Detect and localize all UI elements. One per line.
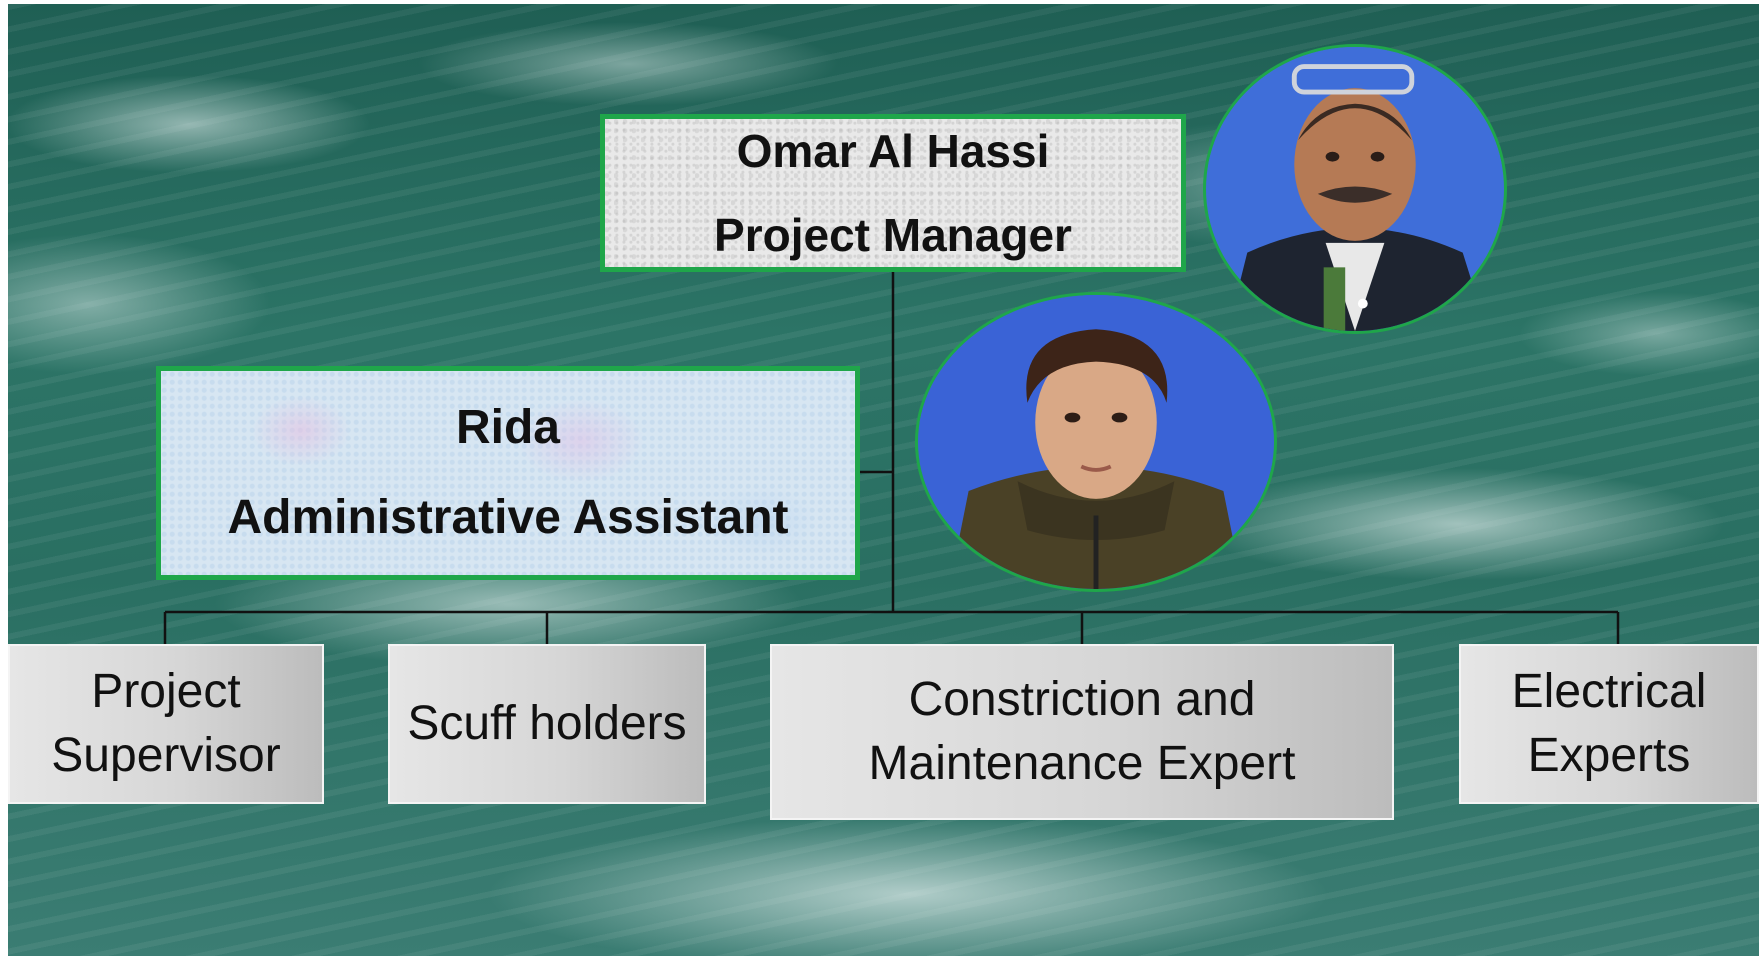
assistant-photo bbox=[915, 292, 1277, 592]
sub-box-maintenance-expert: Constriction and Maintenance Expert bbox=[770, 644, 1394, 820]
person-photo-icon bbox=[919, 295, 1273, 589]
sub-box-scuff-holders: Scuff holders bbox=[388, 644, 706, 804]
manager-role: Project Manager bbox=[714, 209, 1072, 261]
sub-box-line2: Maintenance Expert bbox=[868, 737, 1296, 790]
sub-box-line2: Experts bbox=[1527, 729, 1691, 782]
manager-name: Omar Al Hassi bbox=[736, 125, 1050, 177]
sub-box-line2: Supervisor bbox=[51, 729, 281, 782]
sub-box-electrical-experts: Electrical Experts bbox=[1459, 644, 1759, 804]
sub-box-line1: Electrical bbox=[1511, 665, 1707, 718]
assistant-name: Rida bbox=[455, 401, 560, 454]
person-photo-icon bbox=[1208, 47, 1502, 331]
sub-box-line1: Scuff holders bbox=[407, 697, 687, 750]
sub-box-project-supervisor: Project Supervisor bbox=[8, 644, 324, 804]
assistant-box: Rida Administrative Assistant bbox=[156, 366, 860, 580]
sub-box-line1: Project bbox=[91, 665, 241, 718]
assistant-role: Administrative Assistant bbox=[227, 491, 789, 544]
manager-box: Omar Al Hassi Project Manager bbox=[600, 114, 1186, 272]
sub-box-line1: Constriction and bbox=[908, 673, 1256, 726]
manager-photo bbox=[1203, 44, 1507, 334]
